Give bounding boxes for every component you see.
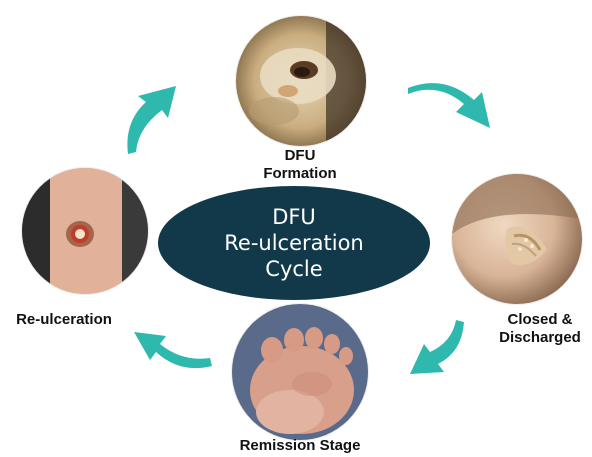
closed-discharged-photo: [452, 174, 582, 304]
center-title-line-2: Re-ulceration: [224, 230, 363, 256]
label-dfu-formation-line-2: Formation: [250, 165, 350, 183]
label-remission-stage: Remission Stage: [226, 437, 374, 455]
label-remission-stage-line-1: Remission Stage: [226, 437, 374, 455]
re-ulceration-photo: [22, 168, 148, 294]
arrow-left-icon: [130, 326, 214, 376]
arrow-right-icon: [404, 80, 494, 138]
arrow-up-icon: [120, 84, 186, 156]
label-dfu-formation-line-1: DFU: [250, 147, 350, 165]
dfu-formation-photo: [236, 16, 366, 146]
center-title-line-3: Cycle: [265, 256, 322, 282]
label-closed-discharged-line-2: Discharged: [490, 329, 590, 347]
remission-stage-photo: [232, 304, 368, 440]
label-re-ulceration-line-1: Re-ulceration: [6, 311, 122, 329]
label-closed-discharged: Closed & Discharged: [490, 311, 590, 347]
center-cycle-ellipse: DFU Re-ulceration Cycle: [158, 186, 430, 300]
center-title-line-1: DFU: [272, 204, 316, 230]
label-re-ulceration: Re-ulceration: [6, 311, 122, 329]
label-closed-discharged-line-1: Closed &: [490, 311, 590, 329]
label-dfu-formation: DFU Formation: [250, 147, 350, 183]
arrow-right-icon: [408, 318, 468, 384]
